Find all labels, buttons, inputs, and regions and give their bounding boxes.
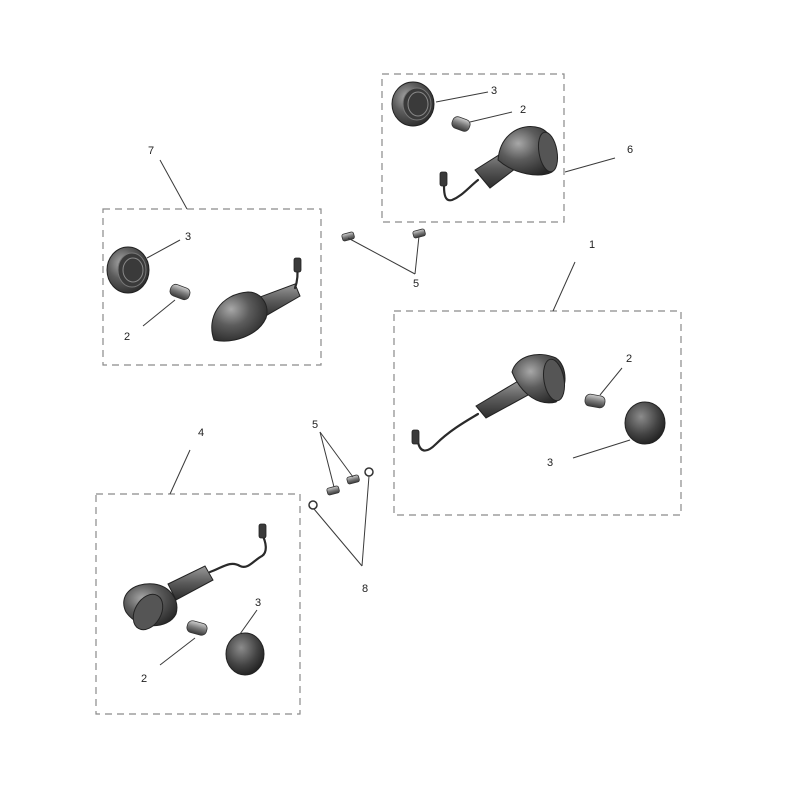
leader-line [414, 235, 420, 275]
o-ring-part [308, 500, 318, 510]
leader-line [319, 431, 335, 488]
leader-line [564, 157, 616, 173]
bulb-part [169, 283, 191, 301]
leader-line [572, 439, 631, 459]
leader-line [435, 91, 489, 103]
leader-line [159, 159, 188, 210]
assembly-box-4 [95, 493, 301, 715]
bulb-part [186, 620, 208, 636]
callout-number-3: 3 [547, 457, 553, 469]
leader-line [313, 508, 363, 567]
indicator-body-part [439, 126, 559, 202]
indicator-body-part [411, 354, 566, 452]
callout-number-3: 3 [255, 597, 261, 609]
leader-line [169, 449, 191, 495]
callout-number-5: 5 [312, 419, 318, 431]
callout-number-2: 2 [520, 104, 526, 116]
leader-line [599, 367, 623, 396]
leader-line [361, 475, 370, 567]
bulb-part [451, 116, 471, 132]
leader-line [159, 637, 196, 666]
leader-line [347, 237, 416, 275]
leader-line [552, 261, 576, 312]
leader-line [319, 431, 354, 478]
callout-number-2: 2 [141, 673, 147, 685]
lens-part [624, 401, 666, 445]
screw-part [346, 474, 360, 485]
callout-number-6: 6 [627, 144, 633, 156]
lens-ring-part [391, 81, 435, 127]
callout-number-2: 2 [124, 331, 130, 343]
callout-number-5: 5 [413, 278, 419, 290]
leader-line [469, 111, 513, 123]
screw-part [412, 228, 426, 239]
callout-number-1: 1 [589, 239, 595, 251]
screw-part [326, 485, 340, 496]
callout-number-7: 7 [148, 145, 154, 157]
callout-number-3: 3 [491, 85, 497, 97]
callout-number-4: 4 [198, 427, 204, 439]
callout-number-3: 3 [185, 231, 191, 243]
assembly-box-6 [381, 73, 565, 223]
indicator-body-part [211, 257, 302, 342]
leader-line [146, 239, 181, 259]
assembly-box-1 [393, 310, 682, 516]
lens-ring-part [106, 246, 150, 294]
callout-number-8: 8 [362, 583, 368, 595]
bulb-part [584, 393, 606, 409]
screw-part [341, 231, 355, 242]
assembly-box-7 [102, 208, 322, 366]
leader-line [239, 609, 258, 635]
indicator-body-part [123, 523, 267, 631]
o-ring-part [364, 467, 374, 477]
leader-line [142, 299, 176, 327]
lens-part [225, 632, 265, 676]
callout-number-2: 2 [626, 353, 632, 365]
